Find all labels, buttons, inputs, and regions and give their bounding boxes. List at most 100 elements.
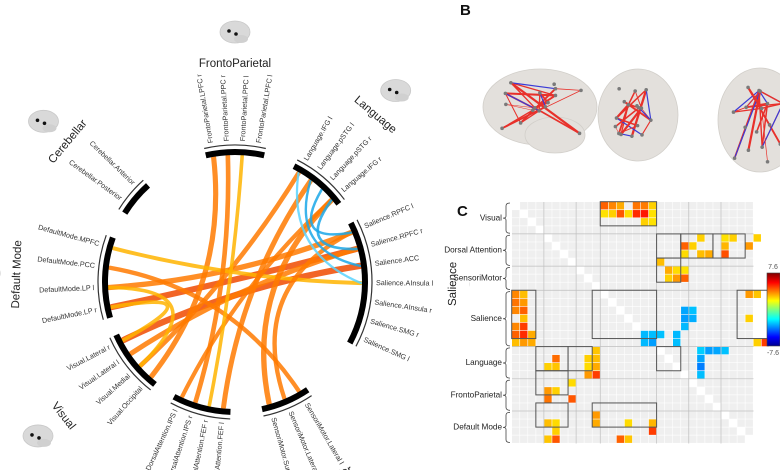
heatmap-cell	[673, 291, 680, 298]
heatmap-cell	[649, 283, 656, 290]
heatmap-cell	[528, 371, 535, 378]
heatmap-cell	[721, 395, 728, 402]
heatmap-cell	[520, 266, 527, 273]
heatmap-cell	[745, 210, 752, 217]
heatmap-cell	[601, 242, 608, 249]
brain-view-coronal	[598, 69, 678, 161]
heatmap-cell	[697, 379, 704, 386]
heatmap-cell	[560, 379, 567, 386]
network-node	[630, 134, 634, 138]
heatmap-cell	[673, 202, 680, 209]
heatmap-value-cell	[520, 307, 527, 314]
heatmap-cell	[576, 218, 583, 225]
heatmap-cell	[544, 355, 551, 362]
heatmap-cell	[584, 395, 591, 402]
heatmap-cell	[536, 299, 543, 306]
heatmap-cell	[689, 331, 696, 338]
heatmap-cell	[713, 387, 720, 394]
heatmap-cell	[705, 379, 712, 386]
network-arc-cerebellar	[125, 185, 148, 213]
heatmap-cell	[617, 339, 624, 346]
heatmap-cell	[649, 315, 656, 322]
heatmap-cell	[584, 202, 591, 209]
heatmap-cell	[512, 363, 519, 370]
heatmap-cell	[601, 339, 608, 346]
heatmap-cell	[633, 218, 640, 225]
heatmap-cell	[593, 323, 600, 330]
heatmap-cell	[609, 226, 616, 233]
heatmap-cell	[568, 266, 575, 273]
colorbar: 7.6 -7.6	[767, 264, 780, 357]
heatmap-cell	[576, 202, 583, 209]
heatmap-cell	[512, 387, 519, 394]
heatmap-cell	[544, 331, 551, 338]
brain-region-dot	[234, 32, 238, 36]
row-label-frontoparietal: FrontoParietal	[451, 390, 503, 399]
heatmap-cell	[528, 419, 535, 426]
network-node	[538, 91, 542, 95]
heatmap-value-cell	[593, 411, 600, 418]
heatmap-cell	[689, 291, 696, 298]
heatmap-cell	[737, 331, 744, 338]
heatmap-cell	[713, 202, 720, 209]
heatmap-cell	[560, 331, 567, 338]
network-node	[746, 86, 750, 90]
network-node	[732, 110, 736, 114]
heatmap-cell	[745, 355, 752, 362]
heatmap-cell	[745, 403, 752, 410]
heatmap-value-cell	[633, 210, 640, 217]
heatmap-cell	[617, 283, 624, 290]
heatmap-cell	[705, 274, 712, 281]
heatmap-cell	[673, 283, 680, 290]
heatmap-cell	[568, 339, 575, 346]
heatmap-cell	[576, 274, 583, 281]
heatmap-cell	[681, 258, 688, 265]
heatmap-cell	[576, 291, 583, 298]
heatmap-cell	[633, 355, 640, 362]
heatmap-cell	[512, 210, 519, 217]
heatmap-cell	[705, 419, 712, 426]
heatmap-cell	[633, 435, 640, 442]
heatmap-value-cell	[721, 234, 728, 241]
network-node	[619, 133, 623, 137]
heatmap-cell	[737, 355, 744, 362]
heatmap-cell	[520, 411, 527, 418]
heatmap-cell	[576, 242, 583, 249]
heatmap-cell	[721, 355, 728, 362]
heatmap-cell	[633, 411, 640, 418]
heatmap-cell	[737, 283, 744, 290]
heatmap-cell	[737, 291, 744, 298]
heatmap-cell	[560, 403, 567, 410]
heatmap-cell	[552, 379, 559, 386]
heatmap-value-cell	[512, 291, 519, 298]
network-node	[617, 87, 621, 91]
heatmap-cell	[512, 258, 519, 265]
heatmap-cell	[657, 307, 664, 314]
heatmap-cell	[729, 226, 736, 233]
heatmap-cell	[649, 435, 656, 442]
heatmap-cell	[745, 274, 752, 281]
heatmap-cell	[625, 242, 632, 249]
heatmap-cell	[673, 419, 680, 426]
heatmap-cell	[713, 242, 720, 249]
heatmap-cell	[721, 411, 728, 418]
heatmap-cell	[528, 291, 535, 298]
heatmap-cell	[649, 250, 656, 257]
heatmap-cell	[568, 234, 575, 241]
heatmap-cell	[721, 323, 728, 330]
heatmap-cell	[625, 283, 632, 290]
heatmap-cell	[713, 266, 720, 273]
heatmap-cell	[705, 363, 712, 370]
heatmap-value-cell	[625, 210, 632, 217]
heatmap-cell	[625, 395, 632, 402]
heatmap-cell	[576, 307, 583, 314]
heatmap-cell	[737, 250, 744, 257]
heatmap-cell	[560, 419, 567, 426]
heatmap-cell	[601, 266, 608, 273]
heatmap-cell	[593, 250, 600, 257]
heatmap-cell	[721, 226, 728, 233]
heatmap-cell	[665, 234, 672, 241]
heatmap-cell	[512, 427, 519, 434]
